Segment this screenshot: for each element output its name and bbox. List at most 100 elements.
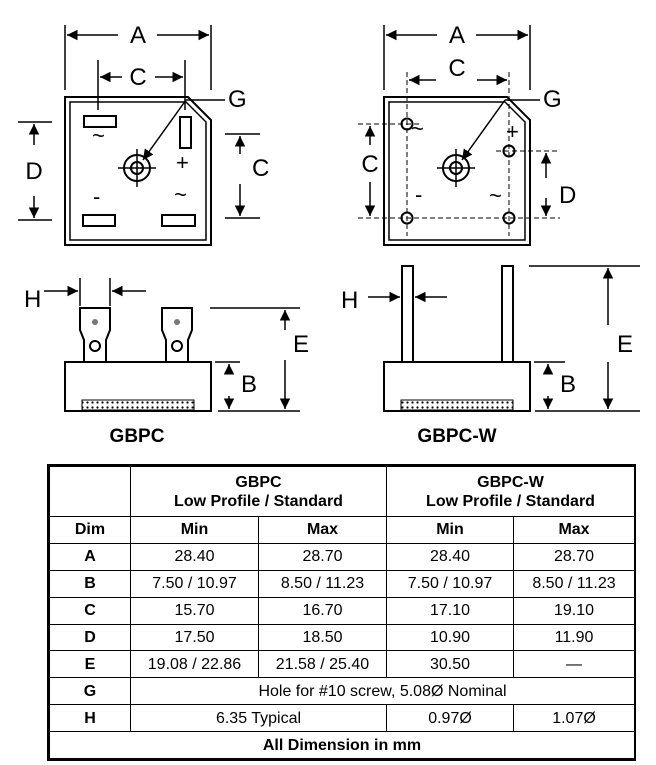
- gbpcw-mounting-hole-icon: [437, 149, 475, 187]
- row-dim: G: [49, 677, 131, 706]
- column-header-gbpc-max: Max: [258, 516, 387, 544]
- table-corner-cell: [49, 466, 131, 517]
- table-footer-units: All Dimension in mm: [49, 731, 635, 759]
- table-cell: 19.08 / 22.86: [130, 650, 259, 679]
- table-group-header-row: GBPC Low Profile / Standard GBPC-W Low P…: [49, 466, 635, 517]
- gbpc-ac-pad-top: [83, 115, 117, 128]
- gbpc-positive-pad: [179, 116, 192, 149]
- gbpcw-side-epoxy: [400, 399, 514, 411]
- gbpc-side-epoxy: [81, 399, 195, 411]
- table-cell-h-gbpc: 6.35 Typical: [130, 704, 387, 732]
- gbpc-dim-c-label: C: [129, 64, 146, 91]
- column-header-gbpc-min: Min: [130, 516, 259, 544]
- table-column-header-row: Dim Min Max Min Max: [49, 516, 635, 544]
- table-cell: 28.40: [386, 542, 514, 571]
- gbpc-mark-ac-top: ~: [92, 123, 105, 148]
- gbpcw-side-view: H E B GBPC-W: [341, 265, 640, 447]
- table-cell: 8.50 / 11.23: [513, 569, 635, 598]
- gbpc-top-body-outline: [64, 96, 212, 246]
- gbpcw-top-body-inner: [388, 101, 526, 241]
- gbpcw-dim-h-label: H: [341, 287, 358, 314]
- column-header-gbpcw-min: Min: [386, 516, 514, 544]
- dimension-table: GBPC Low Profile / Standard GBPC-W Low P…: [47, 464, 636, 761]
- row-dim: B: [49, 569, 131, 598]
- gbpcw-dim-g-label: G: [543, 86, 562, 113]
- table-cell: 7.50 / 10.97: [130, 569, 259, 598]
- gbpcw-dim-d-label: D: [559, 182, 576, 209]
- table-cell: 18.50: [258, 623, 387, 652]
- gbpcw-caption: GBPC-W: [417, 426, 496, 447]
- gbpcw-mark-positive: +: [506, 119, 519, 144]
- gbpcw-group-sub: Low Profile / Standard: [426, 492, 595, 510]
- gbpc-group-header: GBPC Low Profile / Standard: [130, 466, 387, 517]
- gbpc-dim-b-label: B: [241, 371, 257, 398]
- gbpcw-dim-e-label: E: [617, 331, 633, 358]
- gbpc-negative-pad: [82, 214, 116, 227]
- gbpc-side-body: [64, 361, 212, 412]
- gbpc-terminal-right: [161, 307, 193, 362]
- gbpc-dim-g-label: G: [228, 86, 247, 113]
- table-cell: 15.70: [130, 596, 259, 625]
- gbpc-caption: GBPC: [110, 426, 165, 447]
- gbpcw-lead-left: [401, 265, 414, 363]
- gbpcw-top-view: ~ + - ~ A C G C D: [358, 22, 576, 246]
- row-dim: D: [49, 623, 131, 652]
- table-cell: 16.70: [258, 596, 387, 625]
- table-cell: 17.50: [130, 623, 259, 652]
- gbpcw-group-name: GBPC-W: [477, 473, 544, 491]
- gbpc-top-body-inner: [69, 101, 207, 241]
- table-cell: 7.50 / 10.97: [386, 569, 514, 598]
- gbpcw-mark-negative: -: [415, 182, 422, 207]
- row-dim: E: [49, 650, 131, 679]
- table-cell: 17.10: [386, 596, 514, 625]
- table-row: B 7.50 / 10.97 8.50 / 11.23 7.50 / 10.97…: [49, 569, 635, 598]
- gbpcw-top-body-outline: [383, 96, 531, 246]
- column-header-gbpcw-max: Max: [513, 516, 635, 544]
- table-row: C 15.70 16.70 17.10 19.10: [49, 596, 635, 625]
- package-outline-drawing: ~ + - ~ A C G D C: [18, 22, 640, 447]
- gbpcw-side-body: [383, 361, 531, 412]
- row-dim: H: [49, 704, 131, 732]
- column-header-dim: Dim: [49, 516, 131, 544]
- row-dim: A: [49, 542, 131, 571]
- gbpcw-dim-a-label: A: [449, 22, 465, 49]
- gbpc-dim-c-vertical-label: C: [252, 155, 269, 182]
- table-cell: 10.90: [386, 623, 514, 652]
- gbpcw-lead-right: [501, 265, 514, 363]
- gbpc-terminal-left: [79, 307, 111, 362]
- table-cell: 28.70: [513, 542, 635, 571]
- table-cell: 21.58 / 25.40: [258, 650, 387, 679]
- gbpc-dim-a-label: A: [130, 22, 146, 49]
- gbpc-ac-pad-bottom: [161, 214, 196, 227]
- table-row: E 19.08 / 22.86 21.58 / 25.40 30.50 —: [49, 650, 635, 679]
- gbpc-dim-e-label: E: [293, 331, 309, 358]
- gbpcw-dim-c-vertical-label: C: [361, 151, 378, 178]
- table-cell-h-gbpcw-min: 0.97Ø: [386, 704, 514, 732]
- gbpcw-mark-ac-bottom: ~: [489, 183, 502, 208]
- gbpc-mark-ac-bottom: ~: [174, 182, 187, 207]
- gbpc-mounting-hole-icon: [118, 149, 156, 187]
- gbpc-dim-d-label: D: [25, 158, 42, 185]
- gbpcw-group-header: GBPC-W Low Profile / Standard: [386, 466, 635, 517]
- gbpcw-mark-ac-top: ~: [411, 116, 424, 141]
- table-row-g: G Hole for #10 screw, 5.08Ø Nominal: [49, 677, 635, 706]
- table-cell: 28.70: [258, 542, 387, 571]
- row-dim: C: [49, 596, 131, 625]
- gbpc-group-name: GBPC: [235, 473, 282, 491]
- table-cell-h-gbpcw-max: 1.07Ø: [513, 704, 635, 732]
- table-row: A 28.40 28.70 28.40 28.70: [49, 542, 635, 571]
- table-cell: 8.50 / 11.23: [258, 569, 387, 598]
- table-cell: —: [513, 650, 635, 679]
- table-cell: 30.50: [386, 650, 514, 679]
- table-row: D 17.50 18.50 10.90 11.90: [49, 623, 635, 652]
- table-cell: 11.90: [513, 623, 635, 652]
- gbpcw-dim-b-label: B: [560, 371, 576, 398]
- gbpc-mark-negative: -: [93, 184, 100, 209]
- table-cell-g-note: Hole for #10 screw, 5.08Ø Nominal: [130, 677, 635, 706]
- gbpc-top-view: ~ + - ~ A C G D C: [18, 22, 269, 246]
- gbpc-group-sub: Low Profile / Standard: [174, 492, 343, 510]
- table-row-h: H 6.35 Typical 0.97Ø 1.07Ø: [49, 704, 635, 732]
- gbpc-dim-h-label: H: [24, 286, 41, 313]
- table-footer-row: All Dimension in mm: [49, 731, 635, 759]
- table-cell: 19.10: [513, 596, 635, 625]
